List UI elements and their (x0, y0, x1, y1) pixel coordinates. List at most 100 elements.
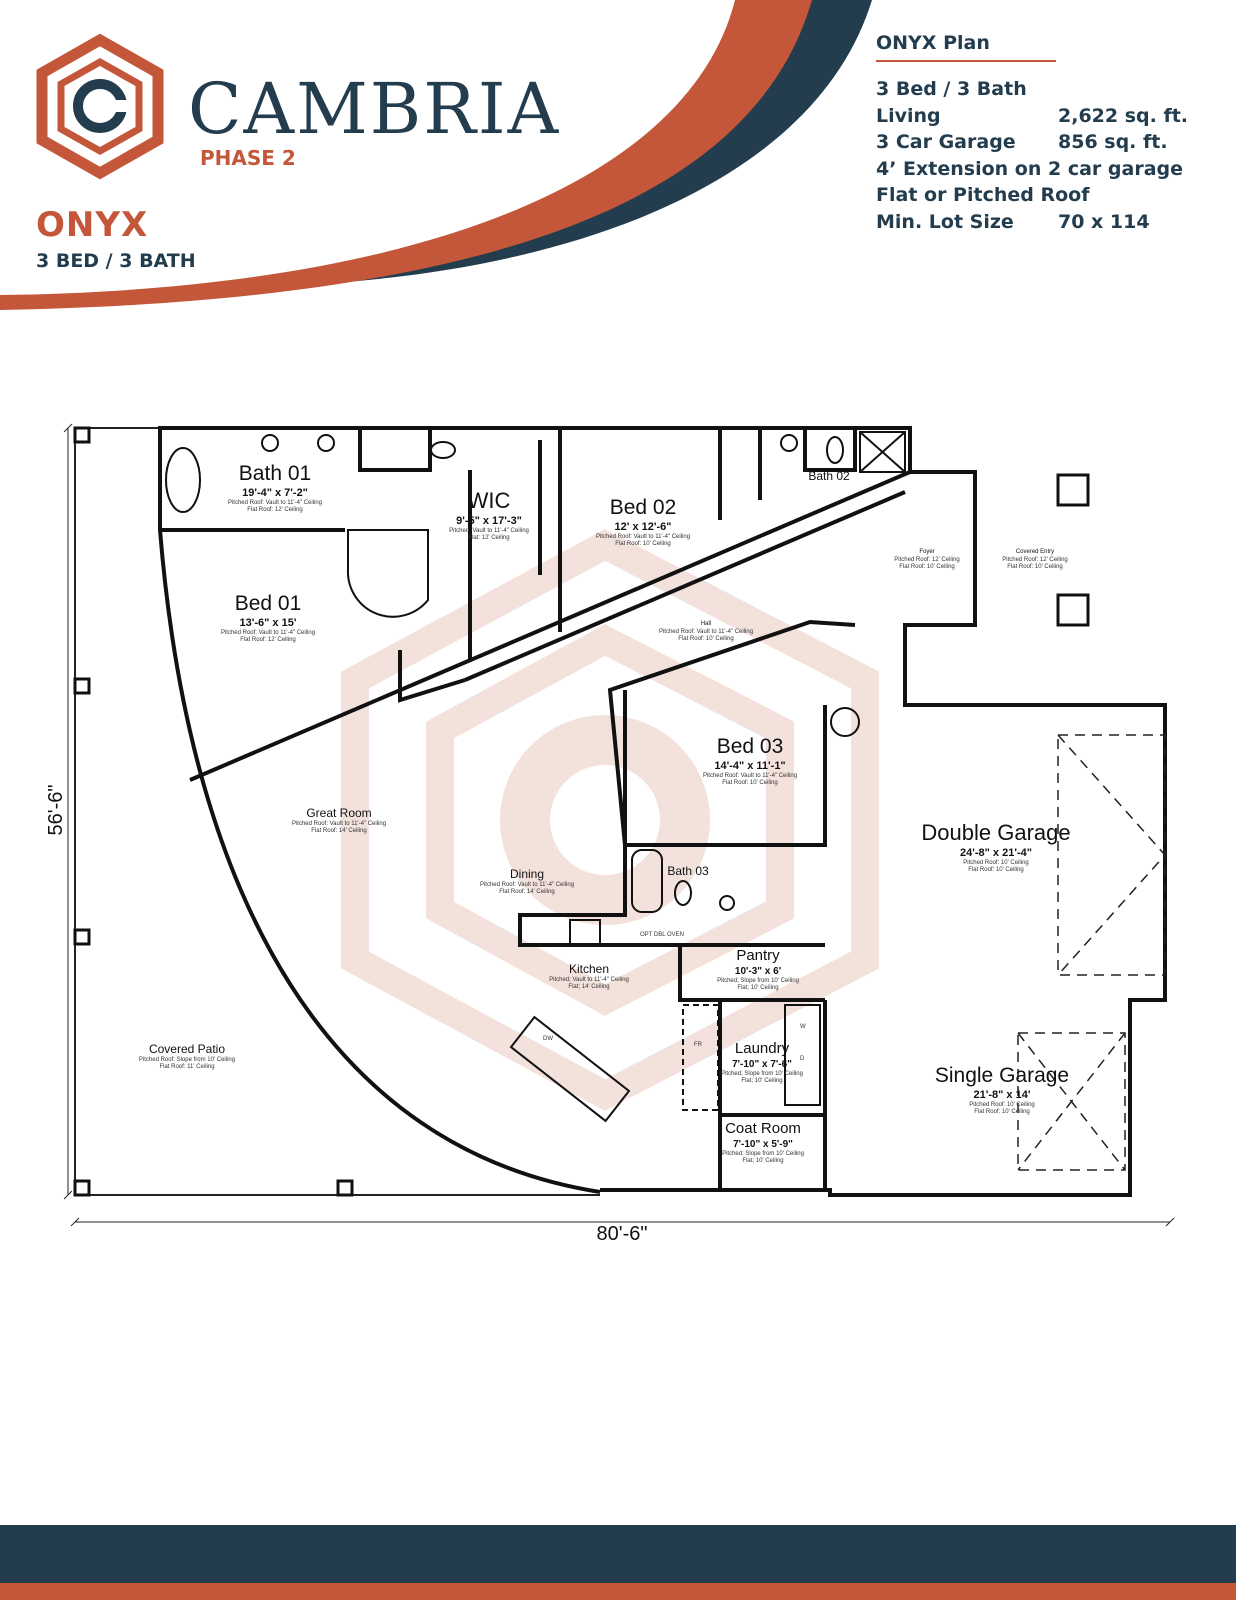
room-ceiling-note: Flat Roof: 10' Ceiling (1007, 564, 1063, 570)
room-ceiling-note: Pitched Roof: Vault to 11'-4" Ceiling (228, 500, 322, 506)
room-ceiling-note: Flat; 10' Ceiling (737, 985, 778, 991)
room-ceiling-note: Pitched Roof: Vault to 11'-4" Ceiling (221, 630, 315, 636)
room-laundry: Laundry 7'-10" x 7'-6"Pitched; Slope from… (721, 1040, 803, 1084)
room-ceiling-note: Flat: 12' Ceiling (468, 535, 509, 541)
room-ceiling-note: Pitched Roof: 10' Ceiling (963, 860, 1029, 866)
room-size: 19'-4" x 7'-2" (242, 487, 308, 499)
room-name: Covered Patio (149, 1042, 225, 1056)
room-name: Kitchen (569, 962, 609, 976)
room-ceiling-note: Flat Roof: 10' Ceiling (678, 636, 734, 642)
columns (73, 426, 1090, 1197)
cambria-logo (36, 33, 164, 180)
dishwasher-label: DW (543, 1036, 553, 1042)
room-ceiling-note: Pitched Roof: Slope from 10' Ceiling (139, 1057, 235, 1063)
room-name: Single Garage (935, 1064, 1069, 1087)
room-name: Bath 01 (239, 462, 311, 485)
room-ceiling-note: Pitched; Slope from 10' Ceiling (721, 1071, 803, 1077)
room-ceiling-note: Flat Roof: 10' Ceiling (974, 1109, 1030, 1115)
spec-label: 4’ Extension on 2 car garage (876, 157, 1183, 180)
room-ceiling-note: Pitched Roof: 12' Ceiling (894, 557, 960, 563)
spec-label: 3 Car Garage (876, 131, 1016, 153)
room-ceiling-note: Pitched: Vault to 11'-4" Ceiling (449, 528, 529, 534)
sink-icon (261, 434, 279, 452)
spec-row: 4’ Extension on 2 car garage (876, 158, 1188, 185)
room-bath-03: Bath 03 (667, 864, 709, 878)
room-ceiling-note: Flat Roof: 10' Ceiling (722, 780, 778, 786)
room-ceiling-note: Flat Roof: 11' Ceiling (159, 1064, 214, 1070)
spec-row: Min. Lot Size 70 x 114 (876, 211, 1188, 238)
room-size: 21'-8" x 14' (974, 1089, 1031, 1101)
room-bath-01: Bath 01 19'-4" x 7'-2"Pitched Roof: Vault… (228, 462, 322, 513)
orange-swoosh (0, 0, 812, 310)
fixture-labels: OPT DBL OVEN DW FR W D (543, 932, 806, 1062)
sink-icon (780, 434, 798, 452)
dryer-label: D (800, 1056, 805, 1062)
room-ceiling-note: Pitched Roof: Vault to 11'-4" Ceiling (292, 821, 386, 827)
room-name: Great Room (306, 806, 371, 820)
room-size: 10'-3" x 6' (735, 966, 781, 977)
shower-icon (859, 431, 906, 473)
walls (158, 426, 1167, 1197)
spec-value: 70 x 114 (1058, 210, 1150, 233)
overall-width: 80'-6" (597, 1223, 648, 1245)
room-ceiling-note: Flat Roof: 14' Ceiling (311, 828, 367, 834)
header-swoosh (0, 0, 872, 310)
room-size: 14'-4" x 11'-1" (714, 760, 785, 772)
room-ceiling-note: Pitched Roof: Vault to 11'-4" Ceiling (480, 882, 574, 888)
dimension-lines (63, 423, 1175, 1227)
spec-label: 3 Bed / 3 Bath (876, 78, 1027, 100)
footer-bar (0, 1525, 1236, 1583)
room-ceiling-note: Flat; 10' Ceiling (742, 1158, 783, 1164)
room-ceiling-note: Pitched Roof: Vault to 11'-4" Ceiling (596, 534, 690, 540)
plan-name: ONYX (36, 205, 149, 245)
spec-row: 3 Car Garage 856 sq. ft. (876, 131, 1188, 158)
spiral-stair-icon (346, 529, 429, 618)
water-heater-icon (830, 707, 860, 737)
room-ceiling-note: Pitched; Vault to 11'-4" Ceiling (549, 977, 629, 983)
plan-subtitle: 3 BED / 3 BATH (36, 250, 196, 272)
room-ceiling-note: Pitched Roof: Vault to 11'-4" Ceiling (659, 629, 753, 635)
room-ceiling-note: Flat Roof: 12' Ceiling (240, 637, 296, 643)
brand-phase: PHASE 2 (200, 146, 296, 170)
room-size: 13'-6" x 15' (240, 617, 297, 629)
room-ceiling-note: Pitched Roof: 10' Ceiling (969, 1102, 1035, 1108)
washer-label: W (800, 1024, 806, 1030)
brand-name: CAMBRIA (188, 68, 561, 150)
room-ceiling-note: Pitched Roof: 12' Ceiling (1002, 557, 1068, 563)
toilet-icon (826, 436, 844, 464)
room-size: 7'-10" x 7'-6" (732, 1059, 792, 1070)
room-ceiling-note: Flat Roof: 12' Ceiling (247, 507, 303, 513)
fridge-label: FR (694, 1042, 703, 1048)
spec-label: Min. Lot Size (876, 210, 1014, 233)
toilet-icon (430, 441, 456, 459)
room-name: Laundry (735, 1040, 790, 1057)
room-ceiling-note: Flat Roof: 10' Ceiling (899, 564, 955, 570)
spec-label: Living (876, 104, 941, 127)
room-size: 24'-8" x 21'-4" (960, 847, 1032, 859)
spec-value: 856 sq. ft. (1058, 131, 1168, 153)
garage-doors (1017, 734, 1167, 1171)
room-name: Dining (510, 867, 544, 881)
room-name: Foyer (919, 549, 934, 555)
room-ceiling-note: Flat Roof: 10' Ceiling (615, 541, 671, 547)
room-size: 7'-10" x 5'-9" (733, 1139, 793, 1150)
cooktop-icon (569, 919, 601, 946)
room-ceiling-note: Flat; 10' Ceiling (741, 1078, 782, 1084)
room-ceiling-note: Flat; 14' Ceiling (568, 984, 609, 990)
sink-icon (317, 434, 335, 452)
room-name: Bath 02 (808, 469, 850, 483)
footer-accent (0, 1583, 1236, 1600)
watermark-logo (341, 529, 879, 1111)
room-ceiling-note: Flat Roof: 14' Ceiling (499, 889, 555, 895)
room-name: Coat Room (725, 1120, 801, 1137)
